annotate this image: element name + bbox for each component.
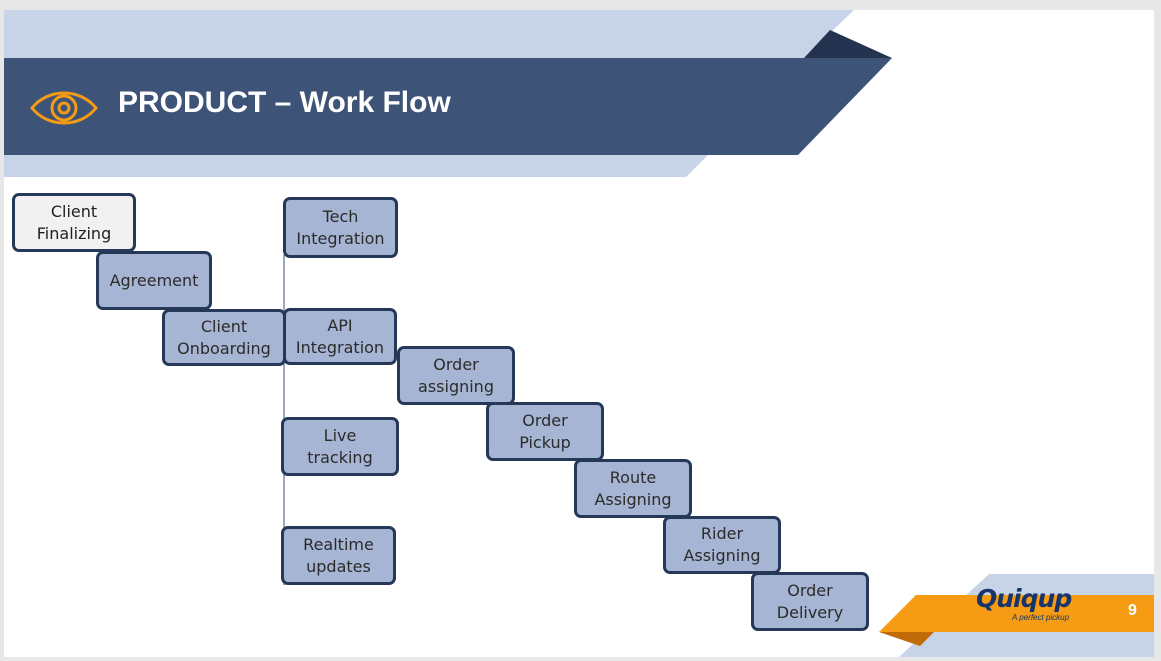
page-title: PRODUCT – Work Flow xyxy=(118,86,451,119)
footer-dark-orange xyxy=(879,632,934,646)
footer-orange-band xyxy=(879,595,1154,632)
slide-decoration xyxy=(4,10,1154,657)
eye-icon xyxy=(30,91,98,125)
node-order-assigning: Order assigning xyxy=(397,346,515,405)
node-agreement: Agreement xyxy=(96,251,212,310)
node-live-tracking: Live tracking xyxy=(281,417,399,476)
bottom-light-band xyxy=(4,155,708,177)
logo-tagline: A perfect pickup xyxy=(1012,613,1070,622)
node-api-integration: API Integration xyxy=(283,308,397,365)
node-route-assigning: Route Assigning xyxy=(574,459,692,518)
node-realtime-updates: Realtime updates xyxy=(281,526,396,585)
top-light-band xyxy=(4,10,854,58)
node-rider-assigning: Rider Assigning xyxy=(663,516,781,574)
node-order-delivery: Order Delivery xyxy=(751,572,869,631)
header-dark-triangle xyxy=(804,30,892,58)
node-tech-integration: Tech Integration xyxy=(283,197,398,258)
node-client-finalizing: Client Finalizing xyxy=(12,193,136,252)
node-order-pickup: Order Pickup xyxy=(486,402,604,461)
slide: PRODUCT – Work Flow Client Finalizing Ag… xyxy=(4,10,1154,657)
node-client-onboarding: Client Onboarding xyxy=(162,309,286,366)
quiqup-logo: Quiqup xyxy=(976,584,1072,613)
header-band xyxy=(4,58,892,155)
page-number: 9 xyxy=(1128,602,1137,619)
